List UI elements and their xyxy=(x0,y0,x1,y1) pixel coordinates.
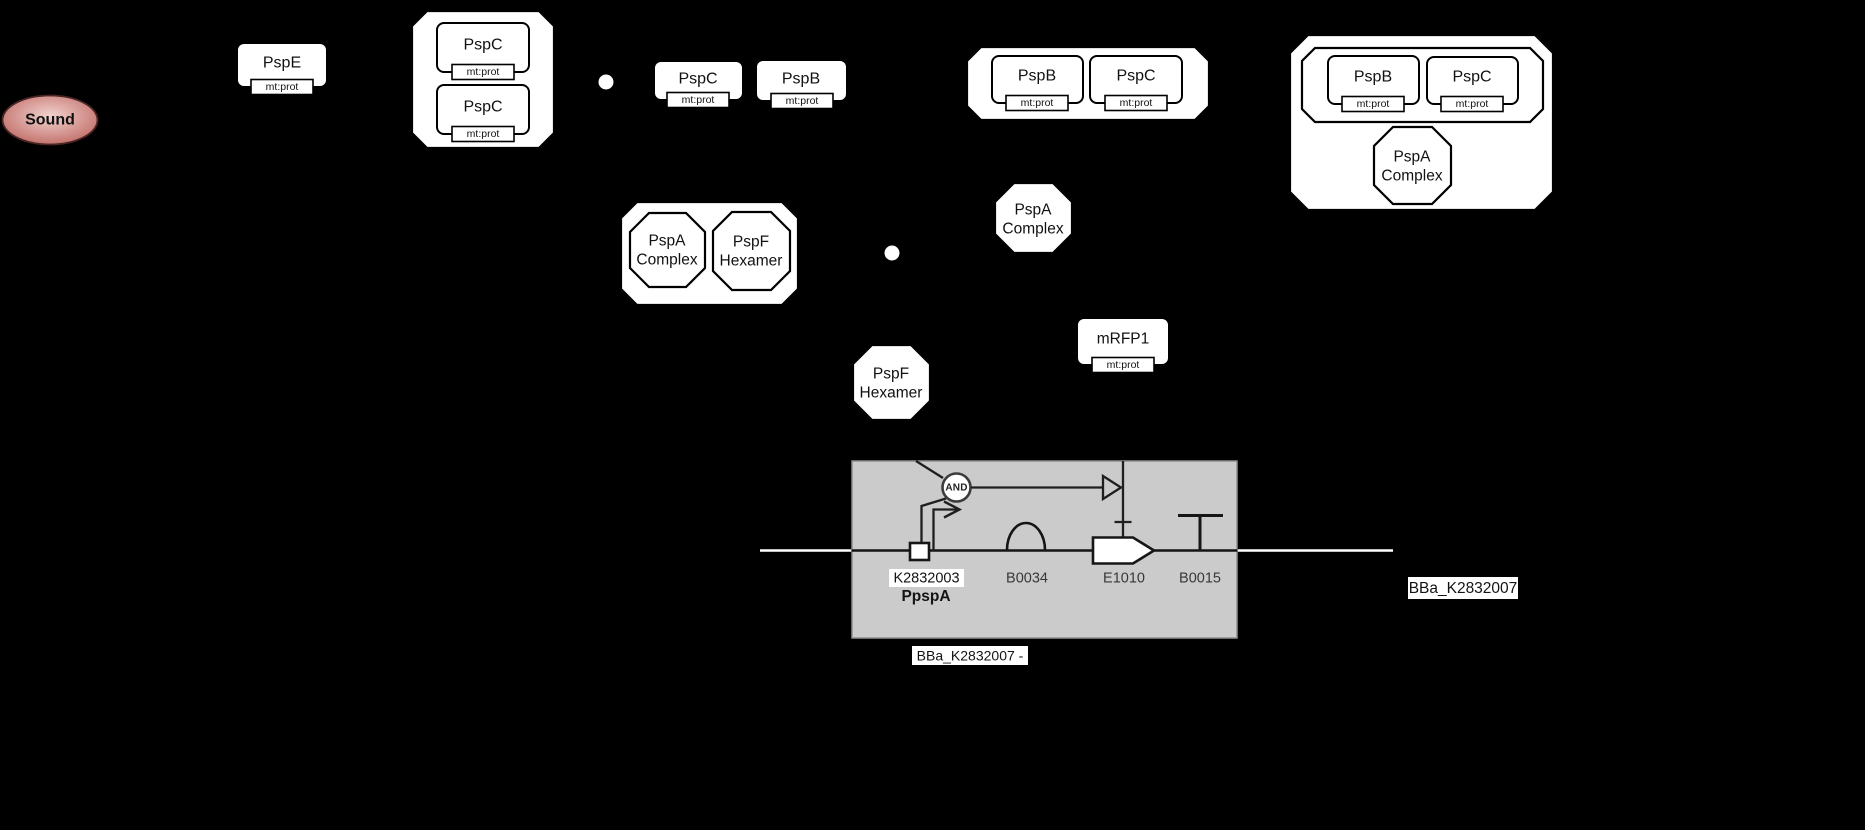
promoter-arrowhead xyxy=(943,500,963,519)
mrfp1-label: mRFP1 xyxy=(1097,331,1150,348)
cds-glyph xyxy=(1091,536,1157,565)
pspb-label: PspB xyxy=(1018,68,1056,85)
pspb-label: PspB xyxy=(782,71,820,88)
pspa-complex-label-2: Complex xyxy=(636,252,697,269)
pspb-label: PspB xyxy=(1354,69,1392,86)
and-gate-label: AND xyxy=(945,483,967,494)
and-gate xyxy=(941,472,972,503)
pspa-complex-label-1: PspA xyxy=(1393,149,1431,166)
unit-of-information xyxy=(451,125,515,143)
part-id-b0034: B0034 xyxy=(1006,571,1048,587)
pspa-complex-label-2: Complex xyxy=(1002,221,1063,238)
pspb-free-node: PspB mt:prot xyxy=(755,59,848,110)
pspe-label: PspE xyxy=(263,55,301,72)
unit-of-information xyxy=(1341,95,1405,113)
unit-of-information xyxy=(1091,356,1155,374)
operator-glyph xyxy=(908,541,931,562)
promoter-glyph xyxy=(932,508,957,551)
unit-of-information xyxy=(250,78,314,96)
pspf-hexamer-octagon xyxy=(851,343,932,422)
unit-label: mt:prot xyxy=(467,66,500,78)
and-input-edge-operator xyxy=(920,497,947,543)
device-label-bottom: BBa_K2832007 - xyxy=(912,646,1028,665)
unit-of-information xyxy=(770,92,834,110)
pspa-complex-free-node: PspA Complex xyxy=(993,181,1074,255)
pspc-label: PspC xyxy=(463,37,502,54)
membrane-super-complex: PspB mt:prot PspC mt:prot PspA Complex xyxy=(1288,33,1555,212)
device-label-bottom-text: BBa_K2832007 - xyxy=(917,648,1024,664)
unit-label: mt:prot xyxy=(1456,98,1489,110)
and-input-edge-top xyxy=(915,460,944,479)
sound-input-node: Sound xyxy=(1,94,99,146)
unit-of-information xyxy=(666,91,730,109)
part-id-b0015: B0015 xyxy=(1179,571,1221,587)
pspb-pspc-complex: PspB mt:prot PspC mt:prot xyxy=(965,45,1211,122)
part-id-k2832003: K2832003 xyxy=(893,571,959,587)
association-node xyxy=(884,245,900,261)
pspe-node: PspE mt:prot xyxy=(236,42,328,96)
unit-label: mt:prot xyxy=(1357,98,1390,110)
unit-label: mt:prot xyxy=(1120,97,1153,109)
genetic-circuit-panel: AND K2832003 PpspA B0034 E1010 B0015 xyxy=(760,460,1393,639)
device-label-right-text: BBa_K2832007 xyxy=(1409,580,1518,597)
label-highlight xyxy=(912,646,1028,665)
part-name-ppspa: PpspA xyxy=(901,588,950,605)
pspc-free-node: PspC mt:prot xyxy=(653,60,744,109)
pspa-complex-label-1: PspA xyxy=(648,233,686,250)
pspf-hexamer-label-2: Hexamer xyxy=(860,385,923,402)
pspc-label: PspC xyxy=(1116,68,1155,85)
unit-label: mt:prot xyxy=(786,95,819,107)
label-highlight xyxy=(889,569,964,587)
unit-of-information xyxy=(1440,95,1504,113)
pspa-complex-octagon xyxy=(1372,125,1453,206)
device-label-right: BBa_K2832007 xyxy=(1408,577,1518,599)
pspc-label: PspC xyxy=(678,71,717,88)
pspa-complex-octagon xyxy=(628,211,707,289)
unit-label: mt:prot xyxy=(467,128,500,140)
label-highlight xyxy=(1408,577,1518,599)
unit-of-information xyxy=(1005,94,1069,112)
pspa-complex-octagon xyxy=(993,181,1074,255)
pspc-label: PspC xyxy=(1452,69,1491,86)
pspf-hexamer-label-1: PspF xyxy=(733,234,769,251)
unit-of-information xyxy=(451,63,515,81)
pspc-dimer-complex: PspC mt:prot PspC mt:prot xyxy=(410,9,556,150)
sound-ellipse xyxy=(1,94,99,146)
pspc-label: PspC xyxy=(463,99,502,116)
rbs-glyph xyxy=(1005,521,1047,551)
unit-label: mt:prot xyxy=(682,94,715,106)
sound-label: Sound xyxy=(25,112,75,129)
pspf-hexamer-octagon xyxy=(711,210,792,292)
stimulation-arrowhead xyxy=(1101,473,1124,502)
pspa-pspf-complex: PspA Complex PspF Hexamer xyxy=(619,200,800,307)
part-id-e1010: E1010 xyxy=(1103,571,1145,587)
unit-of-information xyxy=(1104,94,1168,112)
pspa-complex-label-1: PspA xyxy=(1014,202,1052,219)
pspf-hexamer-label-1: PspF xyxy=(873,366,909,383)
pspf-hexamer-free-node: PspF Hexamer xyxy=(851,343,932,422)
association-node xyxy=(598,74,614,90)
unit-label: mt:prot xyxy=(1021,97,1054,109)
pspf-hexamer-label-2: Hexamer xyxy=(720,253,783,270)
pspa-complex-label-2: Complex xyxy=(1381,168,1442,185)
unit-label: mt:prot xyxy=(1107,359,1140,371)
mrfp1-node: mRFP1 mt:prot xyxy=(1076,317,1170,374)
unit-label: mt:prot xyxy=(266,81,299,93)
